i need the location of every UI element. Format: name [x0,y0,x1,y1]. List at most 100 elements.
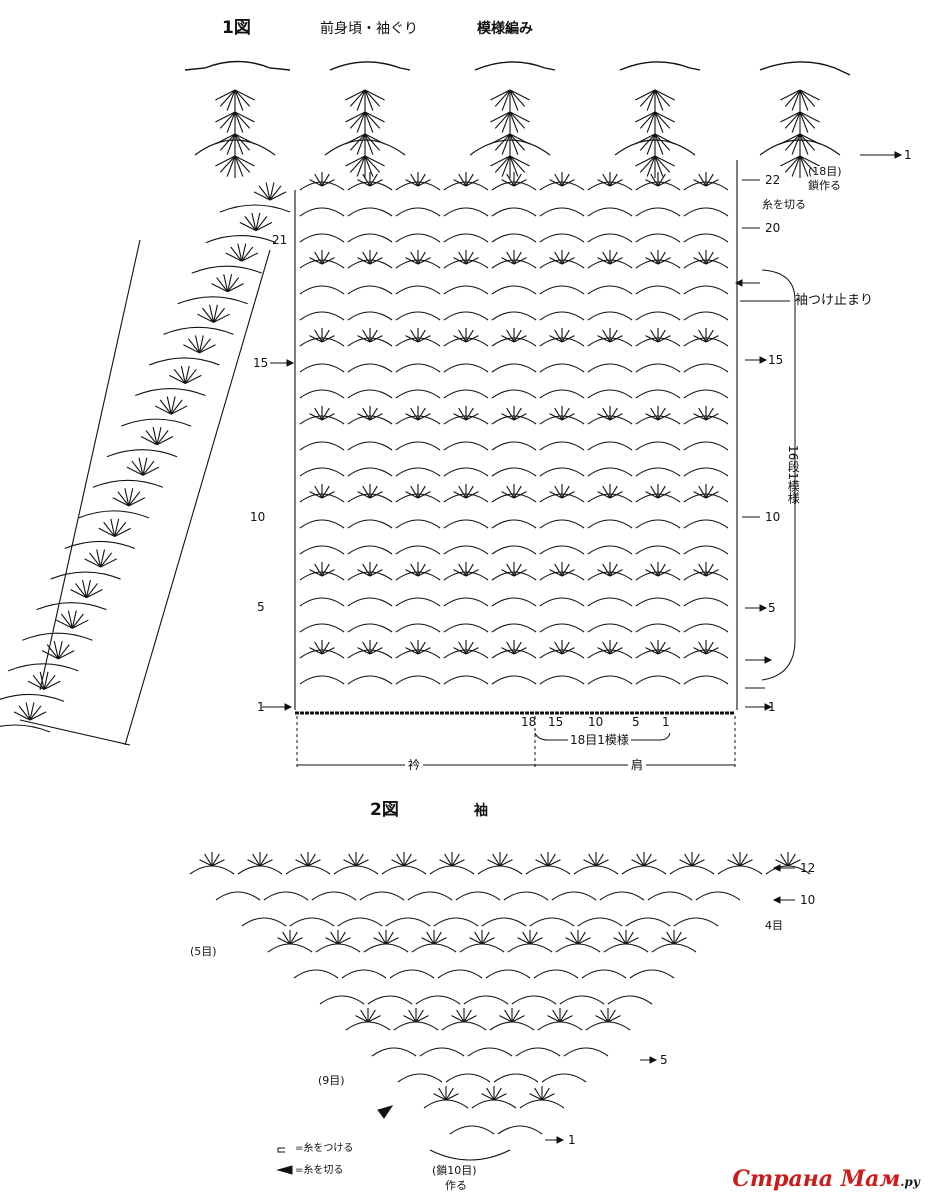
fan-mark [241,243,247,262]
arch-mark [635,207,681,217]
fan-mark [156,436,174,446]
arch-mark [533,969,579,979]
fan-mark [410,641,419,655]
fan-mark [405,335,419,343]
arch-mark [587,207,633,217]
arch-mark [491,597,537,607]
fan-mark [549,413,563,421]
fan-mark [227,277,240,293]
fan-mark [646,133,656,155]
fan-mark [799,155,809,177]
arch-mark [717,865,763,875]
fan-mark [415,1009,424,1023]
fan-mark [458,251,467,265]
fan-mark [509,155,519,177]
fan-mark [84,558,101,568]
arch-mark [135,388,206,397]
arch-mark [587,389,633,399]
arch-mark [324,139,406,156]
fan-mark [314,485,323,499]
arch-mark [299,441,345,451]
arch-mark [437,969,483,979]
arch-mark [469,139,551,156]
fan-mark [321,257,335,265]
arch-mark [389,969,435,979]
arch-mark [191,265,262,274]
fan-mark [698,329,707,343]
fan-mark [609,173,618,187]
arch-mark [194,139,276,156]
fan-mark [405,491,419,499]
fan-mark [698,641,707,655]
fan-mark [357,569,371,577]
arch-mark [539,545,585,555]
fan-mark [337,937,351,945]
fan-mark [343,859,357,867]
fan-mark [646,89,656,111]
fan-mark [128,491,141,507]
fan-mark [349,111,366,129]
fan-mark [100,552,113,568]
fan-mark [705,257,719,265]
fan-mark [234,155,244,177]
arch-mark [395,363,441,373]
arch-mark [511,995,557,1005]
fan-mark [138,457,144,476]
fan-mark [349,155,366,173]
fan-mark [348,853,357,867]
fan-mark [501,155,511,177]
fan-mark [732,853,741,867]
arch-mark [371,1047,417,1057]
legend-cut-label: =糸を切る [295,1165,344,1176]
fan-mark [609,329,618,343]
fig2-row-label-10: 10 [800,893,816,907]
fan-mark [650,563,659,577]
fan-mark [453,179,467,187]
fan-mark [445,1087,454,1101]
arch-mark [683,441,729,451]
fan-mark [156,430,169,446]
fig1-row-label-15: 15 [253,356,269,370]
fan-mark [142,460,155,476]
fan-mark [369,179,383,187]
arch-mark [481,917,527,927]
arch-mark [149,357,220,366]
arch-mark [587,597,633,607]
fan-mark [369,569,383,577]
arch-mark [347,597,393,607]
fan-mark [239,221,257,232]
arch-mark [293,969,339,979]
fan-mark [661,937,675,945]
fan-mark [391,859,405,867]
fan-mark [465,641,474,655]
fig1-row-label-5-right: 5 [768,601,776,615]
fan-mark [799,155,820,167]
fan-mark [597,491,611,499]
fan-mark [321,407,330,421]
arch-mark [587,623,633,633]
fan-mark [465,251,474,265]
fan-mark [547,853,556,867]
arch-mark [333,865,379,875]
fan-mark [369,641,378,655]
fan-mark [595,1015,609,1023]
fan-mark [657,173,666,187]
fan-mark [458,329,467,343]
fan-mark [509,133,519,155]
fan-mark [259,853,268,867]
fan-mark [417,173,426,187]
fan-mark [355,853,364,867]
fan-mark [410,329,419,343]
fan-mark [787,853,796,867]
fan-mark [609,647,623,655]
fan-mark [117,491,130,507]
fan-mark [654,89,671,107]
fan-mark [57,644,70,660]
fan-mark [269,182,275,201]
arch-mark [347,311,393,321]
watermark-suffix: .ру [900,1175,920,1189]
arch-mark [683,467,729,477]
fan-mark [114,518,120,537]
fan-mark [369,563,378,577]
fan-mark [356,111,366,133]
